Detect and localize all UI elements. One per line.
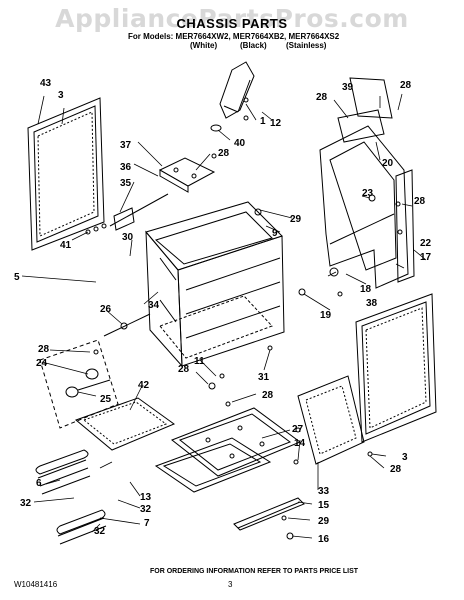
callout-27: 27 xyxy=(292,424,304,435)
callout-32: 32 xyxy=(94,526,106,537)
callout-29: 29 xyxy=(290,214,302,225)
bottom-panel xyxy=(171,407,302,477)
callout-7: 7 xyxy=(144,518,150,529)
callout-28: 28 xyxy=(178,364,190,375)
callout-25: 25 xyxy=(100,394,112,405)
callout-30: 30 xyxy=(122,232,134,243)
callout-1: 1 xyxy=(260,116,266,127)
callout-28: 28 xyxy=(414,196,426,207)
callout-6: 6 xyxy=(36,478,42,489)
finish-black: (Black) xyxy=(240,41,267,50)
callout-26: 26 xyxy=(100,304,112,315)
front-trim xyxy=(297,375,365,465)
left-door-frame xyxy=(27,97,105,251)
callout-5: 5 xyxy=(14,272,20,283)
callout-12: 12 xyxy=(270,118,282,129)
callout-28: 28 xyxy=(316,92,328,103)
callout-35: 35 xyxy=(120,178,132,189)
callout-28: 28 xyxy=(400,80,412,91)
watermark: AppliancePartsPros.com xyxy=(55,4,409,33)
drip-tray xyxy=(75,397,176,451)
callout-40: 40 xyxy=(234,138,246,149)
sensor-parts xyxy=(39,313,151,429)
callout-28: 28 xyxy=(38,344,50,355)
callout-43: 43 xyxy=(40,78,52,89)
diagram-title: CHASSIS PARTS xyxy=(176,16,288,31)
callout-3: 3 xyxy=(58,90,64,101)
callout-28: 28 xyxy=(390,464,402,475)
callout-37: 37 xyxy=(120,140,132,151)
leader-lines xyxy=(21,93,427,539)
finish-white: (White) xyxy=(190,41,218,50)
element-tray xyxy=(154,437,272,493)
bottom-channel xyxy=(233,497,305,531)
callout-14: 14 xyxy=(294,438,306,449)
callout-28: 28 xyxy=(262,390,274,401)
callout-29: 29 xyxy=(318,516,330,527)
callout-23: 23 xyxy=(362,188,374,199)
callout-41: 41 xyxy=(60,240,72,251)
ordering-note: FOR ORDERING INFORMATION REFER TO PARTS … xyxy=(150,568,359,575)
bake-element xyxy=(35,449,91,495)
side-panel xyxy=(395,169,415,283)
model-list: For Models: MER7664XW2, MER7664XB2, MER7… xyxy=(128,32,340,41)
callout-20: 20 xyxy=(382,158,394,169)
callout-31: 31 xyxy=(258,372,270,383)
callout-32: 32 xyxy=(140,504,152,515)
callout-39: 39 xyxy=(342,82,354,93)
page-number: 3 xyxy=(228,580,233,589)
callout-38: 38 xyxy=(366,298,378,309)
right-door-frame xyxy=(355,293,437,443)
oven-cavity xyxy=(145,201,285,368)
callout-17: 17 xyxy=(420,252,432,263)
callout-11: 11 xyxy=(194,356,205,367)
callout-3: 3 xyxy=(402,452,408,463)
callout-42: 42 xyxy=(138,380,150,391)
top-bracket xyxy=(210,61,255,132)
callout-33: 33 xyxy=(318,486,330,497)
callout-18: 18 xyxy=(360,284,372,295)
callout-15: 15 xyxy=(318,500,330,511)
wire-bracket xyxy=(85,193,169,235)
callout-24: 24 xyxy=(36,358,48,369)
callout-13: 13 xyxy=(140,492,152,503)
callout-36: 36 xyxy=(120,162,132,173)
element-bracket xyxy=(158,157,216,193)
rear-frame xyxy=(319,77,409,289)
document-number: W10481416 xyxy=(14,580,58,589)
callout-22: 22 xyxy=(420,238,432,249)
finish-stainless: (Stainless) xyxy=(286,41,327,50)
callout-9: 9 xyxy=(272,228,278,239)
callout-32: 32 xyxy=(20,498,32,509)
callout-28: 28 xyxy=(218,148,230,159)
callout-19: 19 xyxy=(320,310,332,321)
callout-34: 34 xyxy=(148,300,160,311)
callout-16: 16 xyxy=(318,534,330,545)
